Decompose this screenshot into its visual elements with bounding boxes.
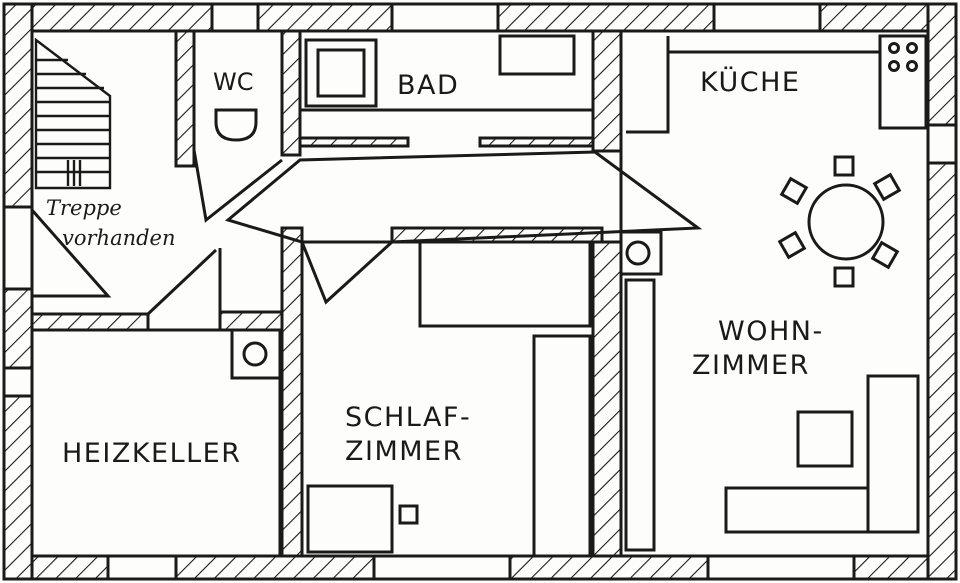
stove-icon xyxy=(878,34,928,130)
window xyxy=(390,2,500,33)
room-label-schlafzimmer-2: ZIMMER xyxy=(345,436,463,467)
toilet-icon xyxy=(214,108,258,142)
room-labels: WC BAD KÜCHE Treppe vorhanden WOHN- ZIMM… xyxy=(46,66,824,469)
bathtub-icon xyxy=(304,38,378,108)
wall-schlaf-left xyxy=(280,226,304,558)
burner-icon xyxy=(888,42,900,54)
shelf-icon xyxy=(624,278,656,552)
wall-hall-upper-right xyxy=(478,136,595,148)
sofa-icon xyxy=(866,374,920,534)
burner-icon xyxy=(906,42,918,54)
wall-hall-upper xyxy=(298,136,410,148)
bed-icon xyxy=(418,240,592,328)
wall-heiz-right xyxy=(218,310,284,332)
chair-icon xyxy=(833,155,855,177)
wohnzimmer-room xyxy=(619,29,930,558)
wall-heiz-top xyxy=(30,312,150,332)
kitchen-counter xyxy=(626,36,880,134)
window xyxy=(210,2,260,33)
chair-icon xyxy=(777,230,807,260)
burner-icon xyxy=(888,60,900,72)
window xyxy=(106,554,178,581)
stair-note-line1: Treppe xyxy=(46,196,122,220)
wall-stair-wc xyxy=(174,29,196,168)
coffee-table-icon xyxy=(796,410,854,468)
window xyxy=(712,2,822,33)
window xyxy=(706,554,856,581)
room-label-kueche: KÜCHE xyxy=(700,66,800,98)
hall-door-left xyxy=(146,248,222,316)
fixtures xyxy=(214,34,928,558)
window xyxy=(372,554,512,581)
window xyxy=(2,366,34,398)
wall-wohn-left xyxy=(591,240,623,558)
stair-note-line2: vorhanden xyxy=(62,226,176,250)
window xyxy=(926,123,958,165)
chair-icon xyxy=(872,172,902,202)
stool-icon xyxy=(398,504,419,525)
room-label-heizkeller: HEIZKELLER xyxy=(62,438,242,469)
room-label-wc: WC xyxy=(213,68,254,96)
wall-right xyxy=(926,2,958,581)
bathtub-inner-icon xyxy=(316,48,366,98)
wall-bad-kueche xyxy=(591,29,623,153)
chimney-flue-icon xyxy=(625,240,651,266)
chimney-icon xyxy=(619,230,663,276)
wall-wc-bad xyxy=(280,29,302,157)
chair-icon xyxy=(870,240,900,270)
room-label-schlafzimmer-1: SCHLAF- xyxy=(345,402,471,433)
chimney-icon xyxy=(230,328,282,380)
burner-icon xyxy=(906,60,918,72)
stairs xyxy=(34,37,112,190)
dining-table-icon xyxy=(807,183,885,261)
shower-icon xyxy=(498,34,576,76)
desk-icon xyxy=(306,484,394,554)
wall-left xyxy=(2,2,34,581)
chimney-flue-icon xyxy=(242,341,268,367)
wardrobe-icon xyxy=(532,334,592,558)
stair-landing xyxy=(30,209,112,298)
sofa-icon xyxy=(724,486,870,534)
room-label-bad: BAD xyxy=(397,70,459,101)
wc-door xyxy=(192,149,283,223)
window xyxy=(2,205,34,291)
chair-icon xyxy=(833,266,855,288)
interior-walls xyxy=(30,29,623,558)
room-label-wohnzimmer-2: ZIMMER xyxy=(692,350,810,381)
chair-icon xyxy=(779,176,809,206)
schlafzimmer-room xyxy=(300,240,595,558)
stair-outline xyxy=(34,37,112,190)
hall-arrow xyxy=(224,150,703,305)
heizkeller-room xyxy=(30,328,282,558)
room-label-wohnzimmer-1: WOHN- xyxy=(718,316,824,347)
